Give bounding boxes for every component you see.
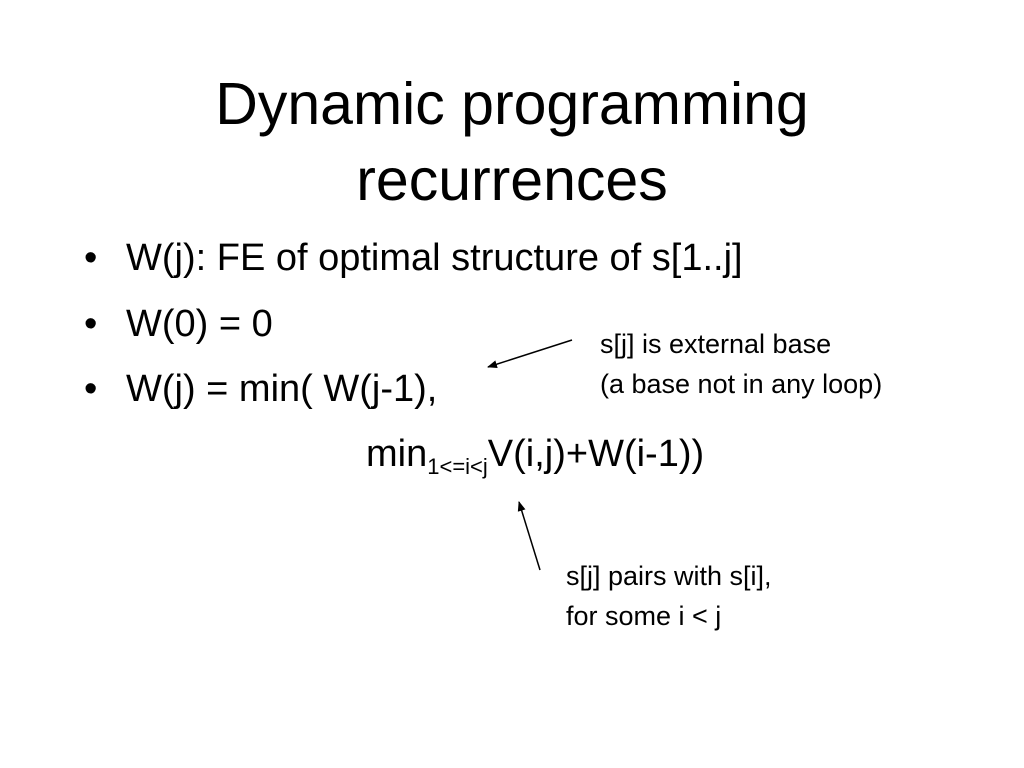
formula-min: min [366, 433, 428, 475]
annotation-pairs-with-line-2: for some i < j [566, 601, 722, 631]
bullet-item-2: • W(0) = 0 [84, 302, 273, 346]
formula-subscript: 1<=i<j [427, 454, 488, 479]
recurrence-formula: min1<=i<jV(i,j)+W(i-1)) [366, 432, 705, 479]
bullet-glyph: • [84, 303, 98, 345]
slide-title: Dynamic programming recurrences [0, 66, 1024, 218]
bullet-glyph: • [84, 237, 98, 279]
bullet-item-1: • W(j): FE of optimal structure of s[1..j… [84, 236, 743, 280]
bullet-text-1: W(j): FE of optimal structure of s[1..j] [126, 237, 743, 279]
bullet-text-2: W(0) = 0 [126, 303, 273, 345]
title-line-1: Dynamic programming [215, 71, 809, 137]
bullet-item-3: • W(j) = min( W(j-1), [84, 367, 437, 411]
annotation-external-base: s[j] is external base (a base not in any… [600, 324, 882, 404]
annotation-pairs-with: s[j] pairs with s[i], for some i < j [566, 556, 772, 636]
bullet-text-3: W(j) = min( W(j-1), [126, 368, 438, 410]
arrow-pairs-with [517, 501, 541, 571]
annotation-external-base-line-2: (a base not in any loop) [600, 369, 883, 399]
annotation-pairs-with-line-1: s[j] pairs with s[i], [566, 561, 772, 591]
annotation-external-base-line-1: s[j] is external base [600, 329, 832, 359]
formula-suffix: V(i,j)+W(i-1)) [487, 433, 705, 475]
bullet-glyph: • [84, 368, 98, 410]
arrow-external-base [487, 339, 573, 369]
title-line-2: recurrences [356, 147, 668, 213]
